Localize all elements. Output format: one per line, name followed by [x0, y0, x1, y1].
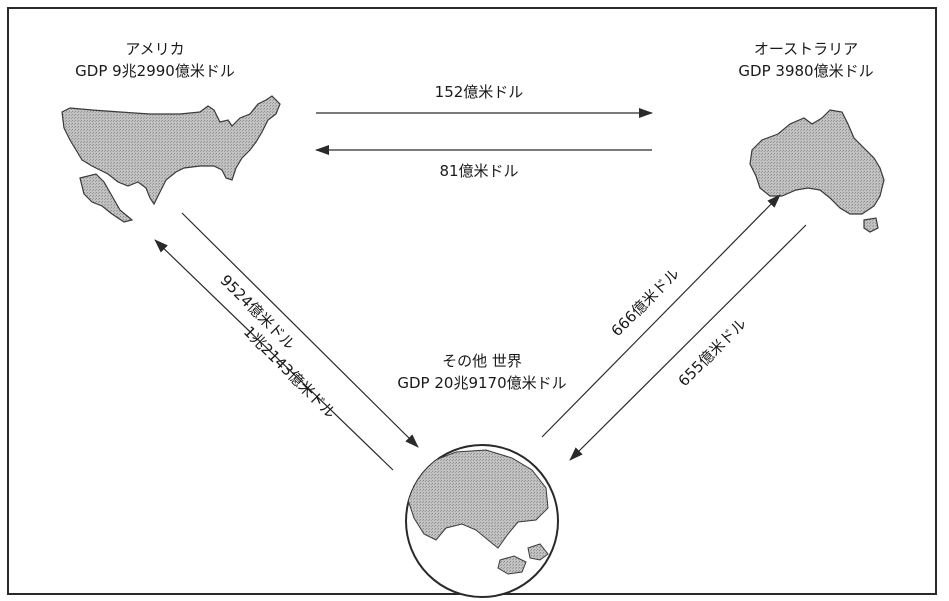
world-gdp: GDP 20兆9170億米ドル	[397, 374, 567, 392]
australia-label: オーストラリア GDP 3980億米ドル	[738, 38, 873, 82]
arrow-world-to-australia	[541, 194, 781, 438]
australia-gdp: GDP 3980億米ドル	[738, 62, 874, 80]
australia-map	[749, 109, 885, 233]
usa-gdp: GDP 9兆2990億米ドル	[75, 62, 235, 80]
australia-name: オーストラリア	[753, 40, 859, 58]
usa-name: アメリカ	[125, 40, 185, 58]
usa-label: アメリカ GDP 9兆2990億米ドル	[75, 38, 235, 82]
arrow-australia-to-world	[569, 224, 807, 461]
usa-map	[61, 95, 281, 223]
flow-usa-to-australia-label: 152億米ドル	[434, 83, 524, 101]
arrow-world-to-usa	[154, 239, 394, 471]
arrow-usa-to-world	[181, 212, 419, 448]
world-name: その他 世界	[442, 352, 522, 370]
world-globe	[405, 444, 559, 598]
flow-australia-to-usa-label: 81億米ドル	[439, 162, 519, 180]
world-label: その他 世界 GDP 20兆9170億米ドル	[397, 350, 566, 394]
